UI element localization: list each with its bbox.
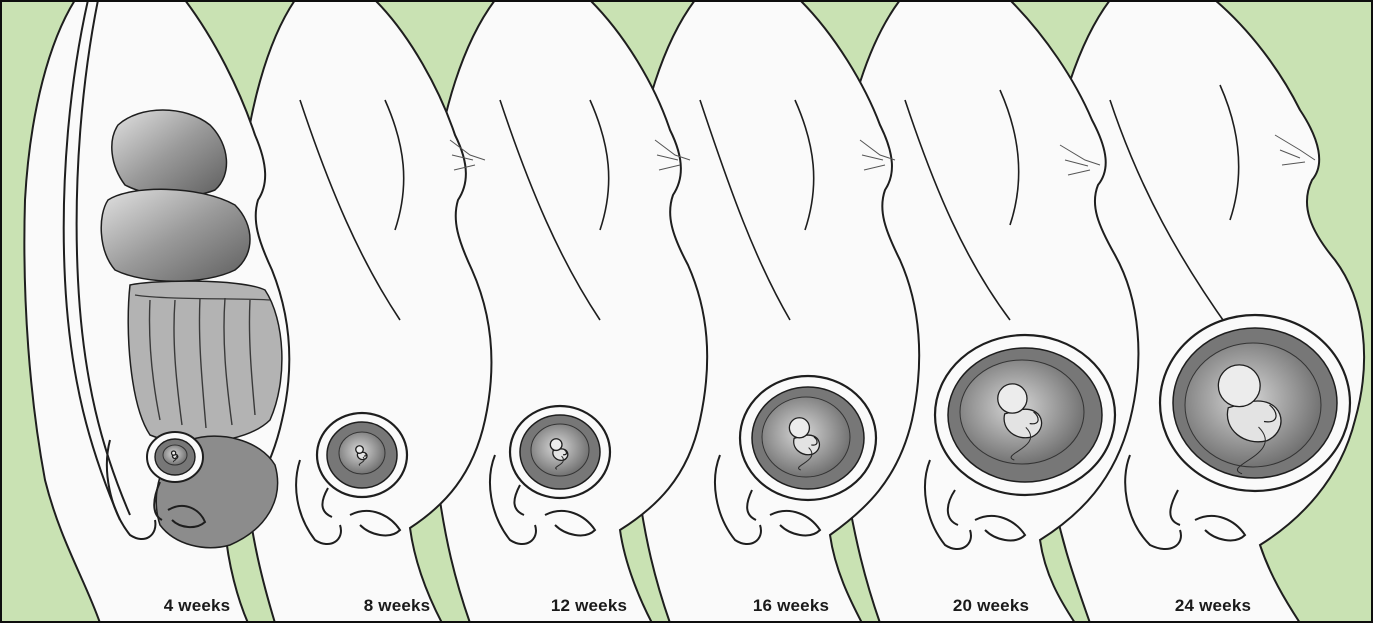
stage-label-20-weeks: 20 weeks xyxy=(911,594,1071,618)
stage-label-8-weeks: 8 weeks xyxy=(317,594,477,618)
body-silhouettes xyxy=(24,0,1364,623)
stage-label-16-weeks: 16 weeks xyxy=(711,594,871,618)
stage-label-4-weeks: 4 weeks xyxy=(117,594,277,618)
stage-label-24-weeks: 24 weeks xyxy=(1133,594,1293,618)
stage-label-12-weeks: 12 weeks xyxy=(509,594,669,618)
